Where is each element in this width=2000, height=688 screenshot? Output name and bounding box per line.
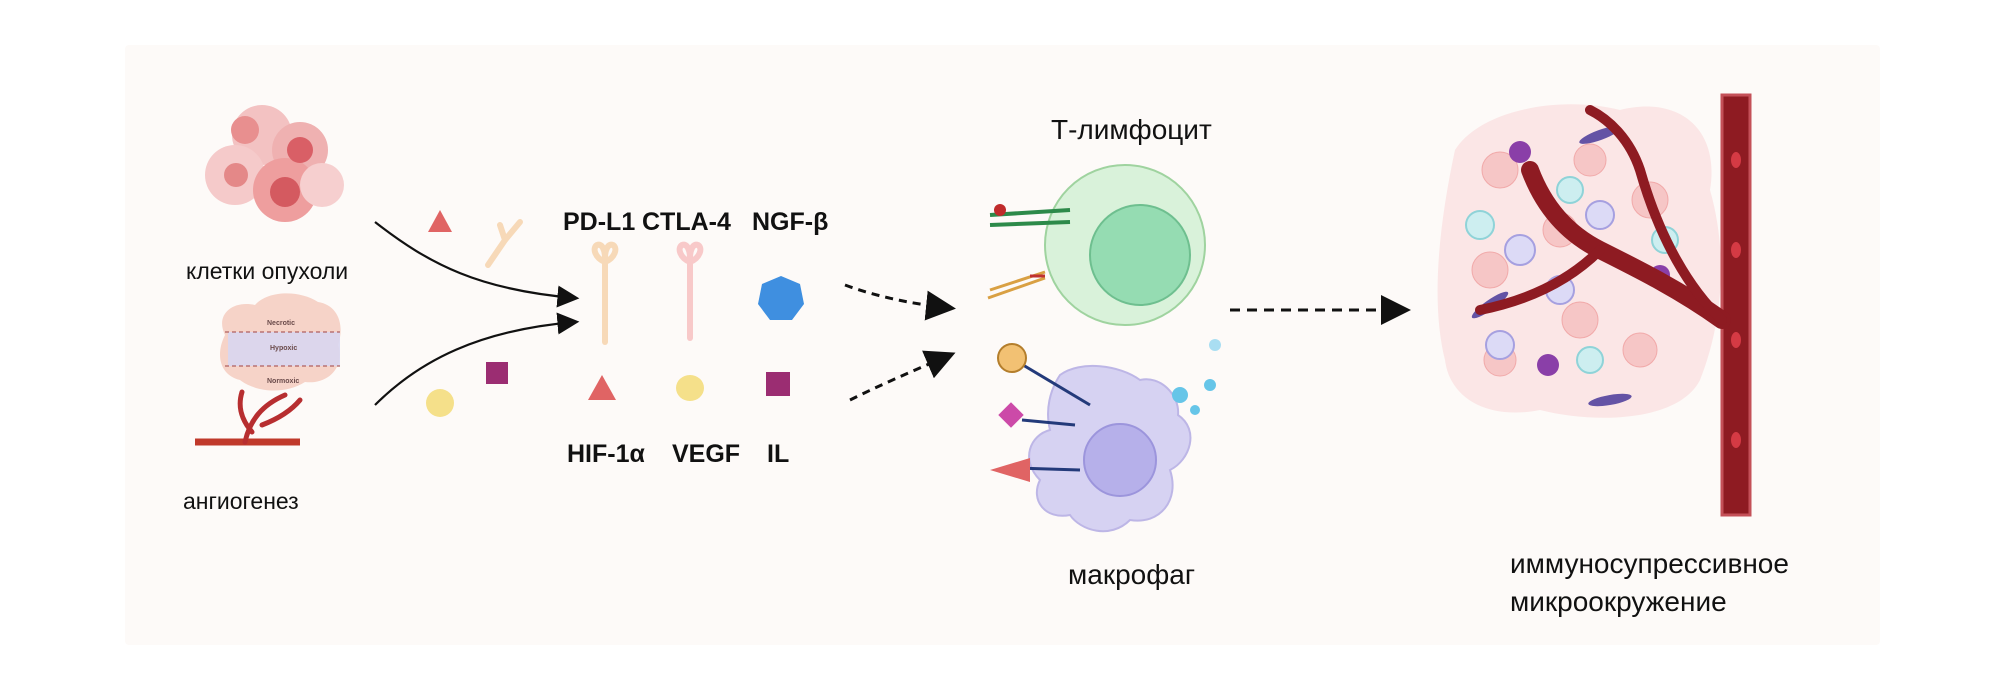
tumor-cells-icon: [205, 105, 344, 222]
ngf-beta-label: NGF-β: [752, 208, 829, 236]
hif1a-label: HIF-1α: [567, 440, 645, 468]
microenvironment-label-line1: иммуносупрессивное: [1510, 548, 1789, 579]
angiogenesis-label: ангиогенез: [183, 488, 299, 514]
t-lymphocyte-label: Т-лимфоцит: [1051, 114, 1212, 145]
il-square-icon: [486, 362, 508, 384]
tumor-cells-label: клетки опухоли: [186, 258, 349, 284]
dashed-arrow-to-macrophage: [849, 350, 956, 402]
vegf-circle-icon: [676, 375, 704, 401]
hif-triangle-icon: [588, 375, 616, 400]
normoxic-zone-label: Normoxic: [267, 378, 300, 385]
il-square-mol-icon: [766, 372, 790, 396]
microenvironment-icon: [1437, 93, 1752, 517]
pdl1-receptor-icon: [591, 241, 619, 345]
arrow-angiogenesis-to-molecules: [374, 312, 580, 406]
receptor-icon: [485, 219, 523, 268]
triangle-icon: [428, 210, 452, 232]
ctla4-receptor-icon: [676, 241, 704, 341]
macrophage-label: макрофаг: [1068, 559, 1196, 590]
macrophage-icon: [990, 339, 1221, 533]
ctla4-label: CTLA-4: [642, 208, 731, 236]
vegf-dot-icon: [426, 389, 454, 417]
vegf-label: VEGF: [672, 440, 741, 468]
necrotic-zone-label: Necrotic: [267, 320, 296, 327]
pdl1-label: PD-L1: [563, 208, 636, 236]
microenvironment-label-line2: микроокружение: [1510, 586, 1727, 617]
tumor-tissue-icon: [195, 293, 341, 446]
hexagon-icon: [758, 276, 804, 320]
dashed-arrow-to-t-cell: [844, 283, 956, 321]
arrow-tumor-to-molecules: [374, 221, 580, 308]
t-lymphocyte-icon: [987, 164, 1206, 326]
il-label: IL: [767, 440, 790, 468]
hypoxic-zone-label: Hypoxic: [270, 345, 298, 352]
